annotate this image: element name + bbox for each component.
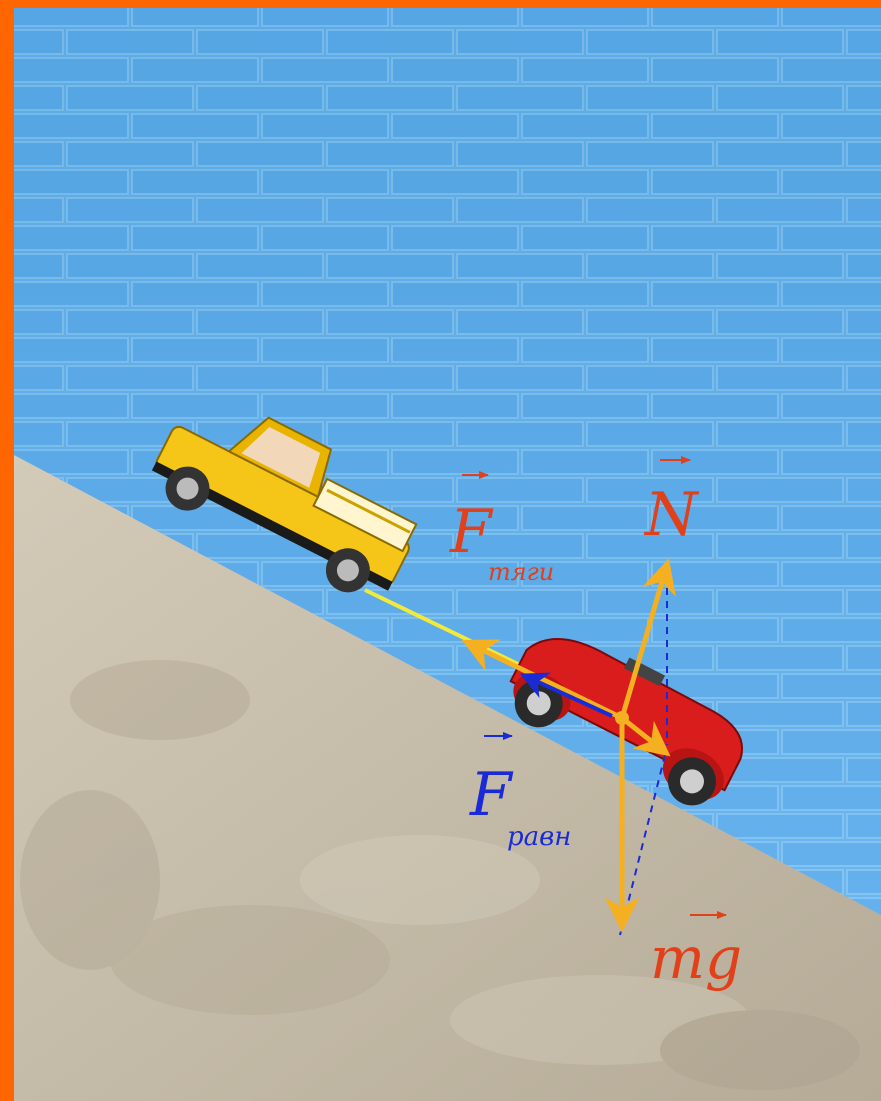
thrust-subscript: тяги [488, 558, 554, 586]
thrust-symbol: F [449, 497, 494, 567]
balance-subscript: равн [507, 822, 571, 852]
gravity-label: mg [650, 915, 742, 992]
balance-symbol: F [469, 760, 514, 830]
gravity-symbol: mg [650, 924, 742, 992]
force-origin-point [615, 711, 629, 725]
normal-symbol: N [643, 480, 700, 550]
